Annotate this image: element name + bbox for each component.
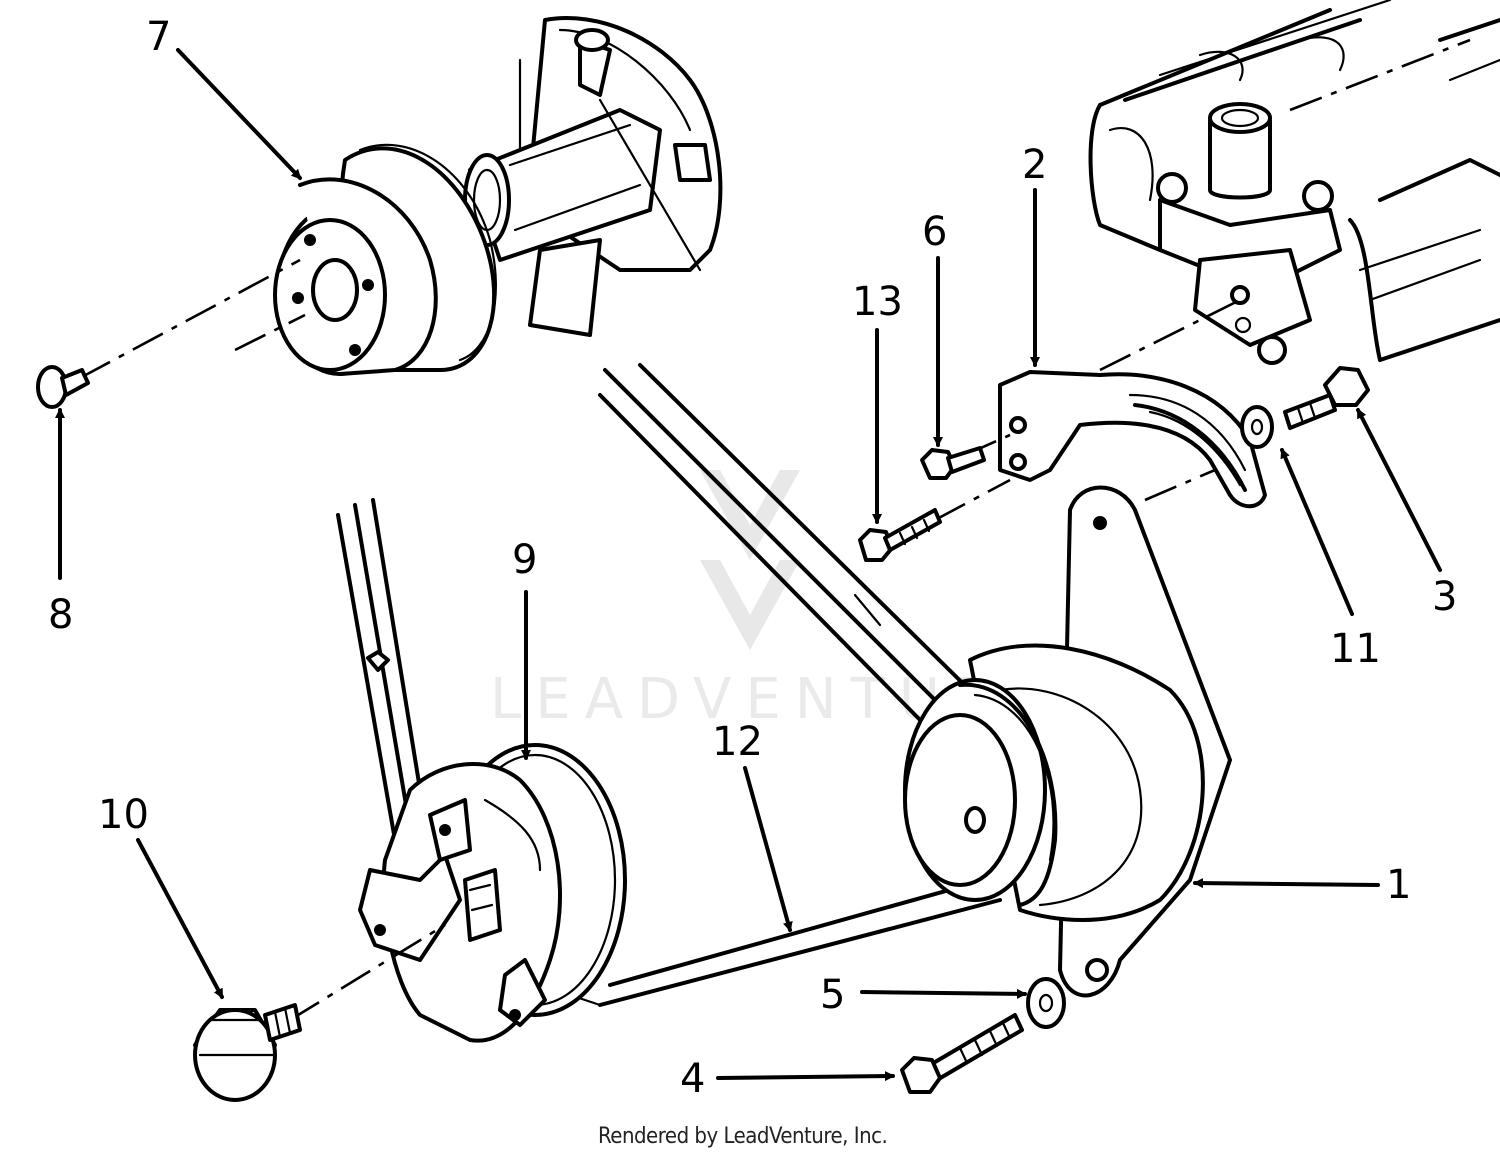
callout-5[interactable]: 5 (820, 972, 845, 1018)
callout-6[interactable]: 6 (922, 209, 947, 255)
part-3-bolt (1283, 366, 1370, 430)
leader-4 (716, 1071, 895, 1082)
water-pump-pulley (273, 143, 497, 376)
callout-2[interactable]: 2 (1022, 142, 1047, 188)
part-9-crankshaft-pulley (358, 743, 627, 1043)
part-2-bracket (998, 298, 1267, 509)
part-5-washer (1026, 977, 1066, 1029)
callout-11[interactable]: 11 (1330, 626, 1381, 672)
callout-3[interactable]: 3 (1432, 574, 1457, 620)
callout-9[interactable]: 9 (512, 537, 537, 583)
part-12-belt (538, 363, 1002, 1007)
part-4-bolt (900, 1013, 1024, 1094)
callout-8[interactable]: 8 (48, 592, 73, 638)
callout-10[interactable]: 10 (98, 792, 149, 838)
leadventure-logo-icon (700, 470, 800, 650)
callout-13[interactable]: 13 (852, 279, 903, 325)
callout-4[interactable]: 4 (680, 1056, 705, 1102)
part-11-washer (1240, 405, 1274, 449)
part-8-bolt (36, 258, 306, 409)
callout-1[interactable]: 1 (1386, 862, 1411, 908)
leader-3 (1356, 408, 1442, 572)
leader-7 (176, 48, 302, 180)
part-10-bolt (193, 923, 446, 1102)
leader-11 (1280, 448, 1354, 616)
leader-12 (743, 766, 793, 932)
leader-1 (1193, 878, 1380, 889)
leader-5 (860, 988, 1027, 999)
leader-lines (55, 48, 1442, 1082)
leader-10 (136, 838, 224, 999)
part-1-alternator (903, 485, 1232, 998)
credit-text: Rendered by LeadVenture, Inc. (598, 1124, 888, 1149)
callout-labels: 1 2 3 4 5 6 7 8 9 10 11 12 13 (48, 14, 1457, 1102)
callout-7[interactable]: 7 (146, 14, 171, 60)
callout-12[interactable]: 12 (712, 719, 763, 765)
engine-block (1088, 0, 1500, 365)
water-pump (463, 16, 723, 337)
crank-belt-left (336, 498, 427, 842)
part-13-bolt (858, 478, 1011, 562)
part-6-bolt (920, 433, 1011, 480)
